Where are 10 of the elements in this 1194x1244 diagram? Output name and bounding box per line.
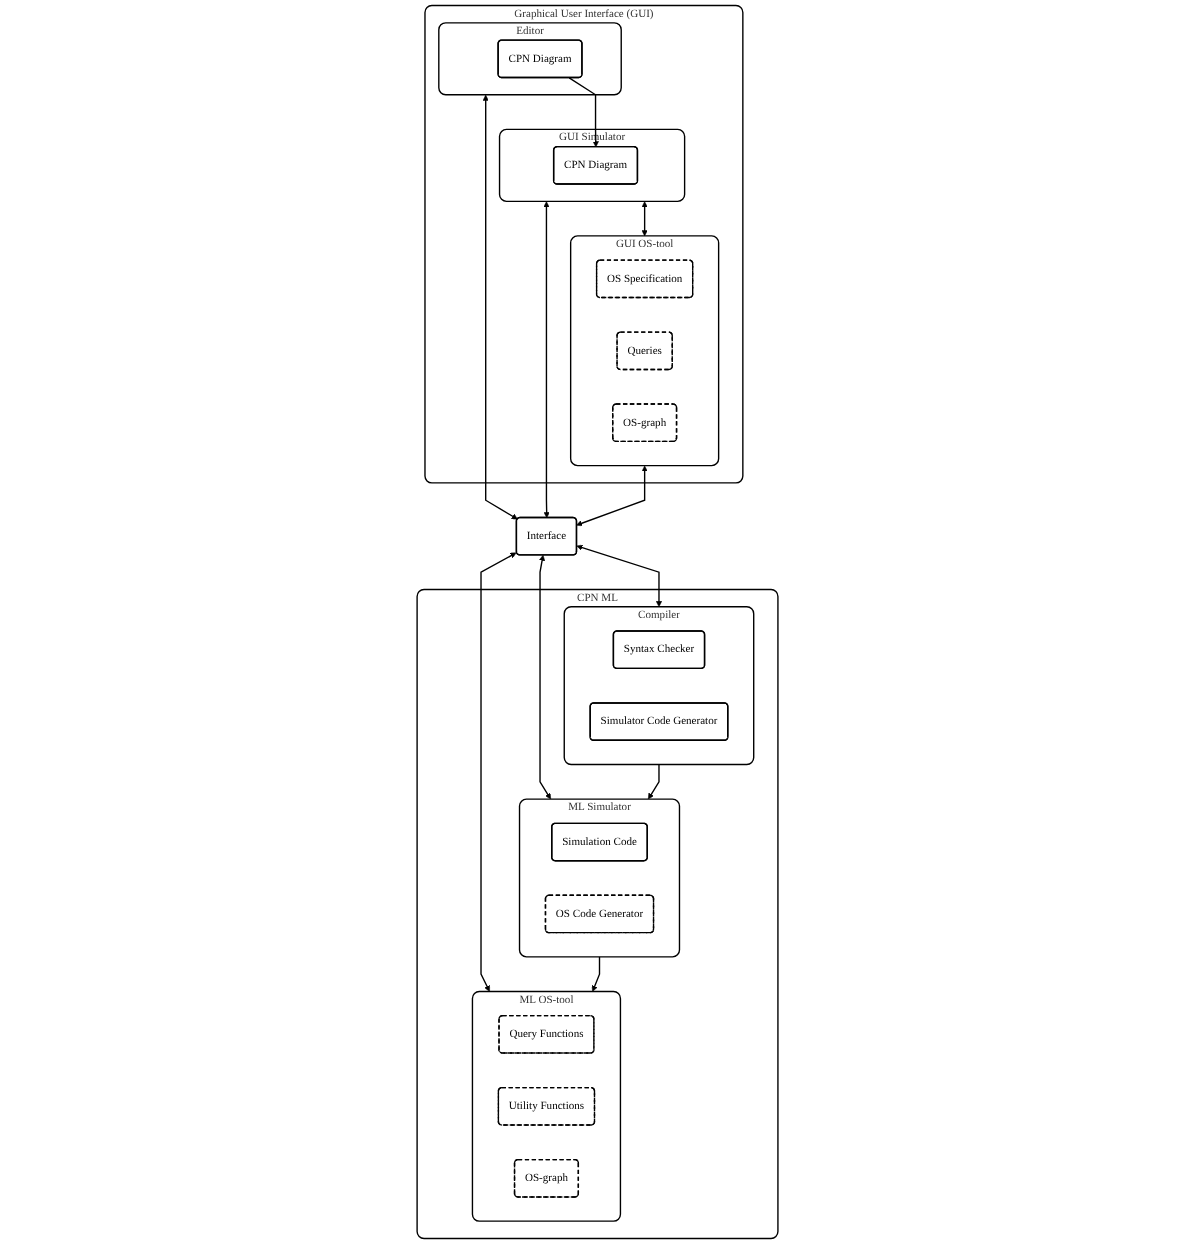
arrow <box>641 201 648 237</box>
arrow <box>542 201 550 519</box>
arrow <box>538 554 551 800</box>
arrow <box>567 77 599 148</box>
arrow <box>482 94 518 520</box>
arrow <box>591 956 600 992</box>
arrow <box>647 763 660 800</box>
arrow <box>479 552 516 992</box>
arrow <box>575 544 662 608</box>
arrow <box>575 465 648 527</box>
